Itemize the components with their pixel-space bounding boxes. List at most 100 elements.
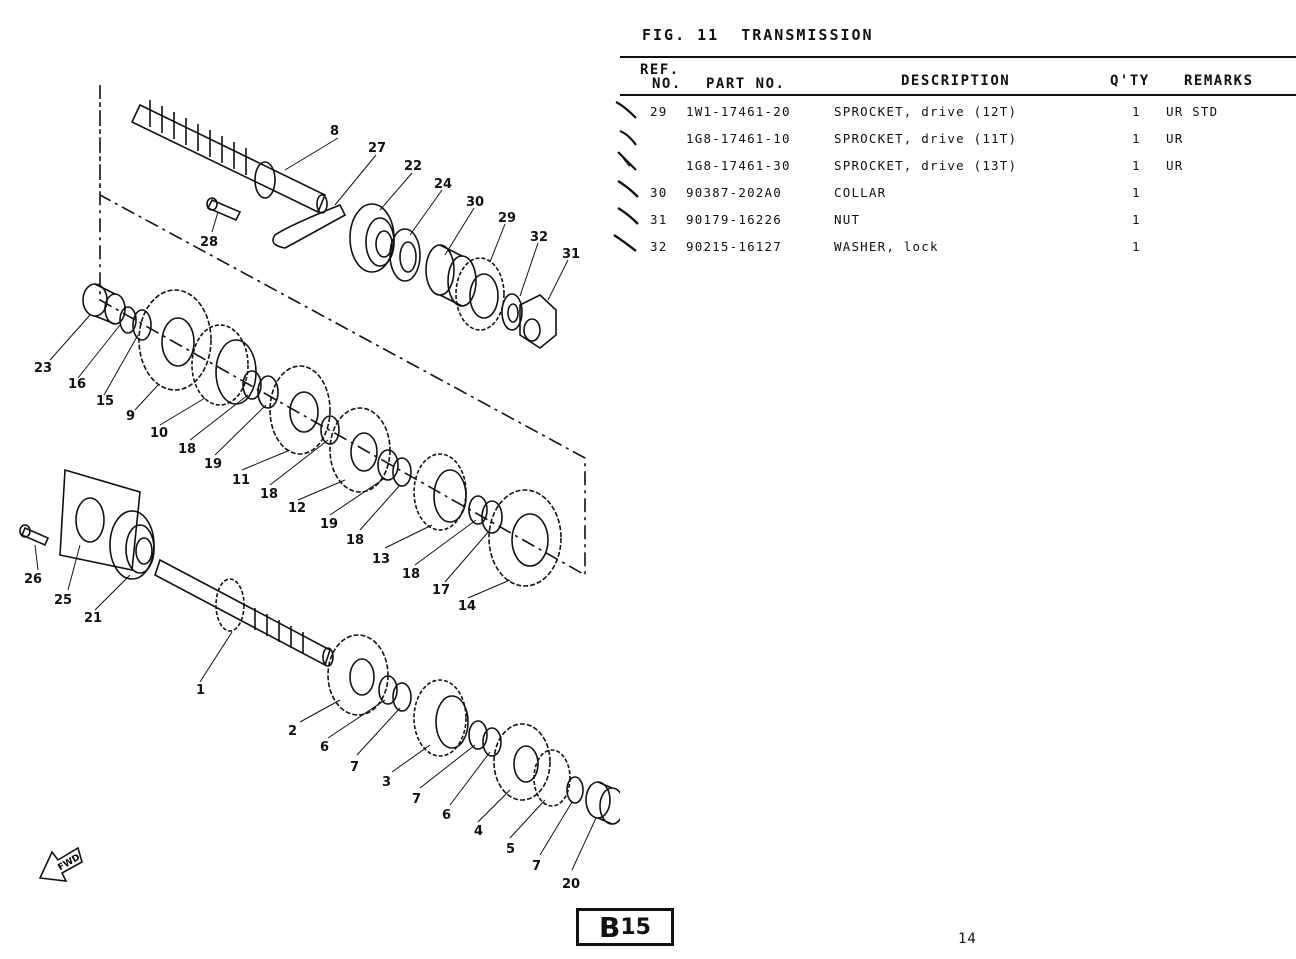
- washer-24: [389, 228, 421, 282]
- callout-label: 7: [412, 792, 421, 807]
- gear-14: [488, 489, 562, 587]
- check-mark-icon: [615, 101, 637, 119]
- qty: 1: [1132, 212, 1141, 227]
- badge-letter: B: [599, 910, 621, 944]
- callout-label: 31: [562, 247, 580, 262]
- washer-6a: [378, 675, 398, 705]
- callout-label: 18: [260, 487, 278, 502]
- callout-label: 29: [498, 211, 516, 226]
- callout-label: 18: [178, 442, 196, 457]
- callout-numbers: 8 27 22 24 30 29 32 31 28 23 16 15 9 10 …: [24, 124, 580, 892]
- circlip-7a: [392, 682, 412, 712]
- header-ref-2: NO.: [652, 76, 682, 92]
- figure-label: FIG. 11: [642, 26, 720, 44]
- remarks: UR: [1166, 131, 1184, 146]
- description: SPROCKET, drive (11T): [834, 131, 1018, 146]
- washer-32: [501, 293, 523, 331]
- qty: 1: [1132, 131, 1141, 146]
- circlip-7c: [566, 776, 584, 804]
- description: COLLAR: [834, 185, 887, 200]
- description: SPROCKET, drive (12T): [834, 104, 1018, 119]
- callout-label: 7: [532, 859, 541, 874]
- gear-10: [191, 324, 257, 406]
- bearing-20: [585, 781, 620, 825]
- transmission-exploded-diagram: 8 27 22 24 30 29 32 31 28 23 16 15 9 10 …: [19, 85, 620, 892]
- callout-label: 18: [346, 533, 364, 548]
- callout-label: 28: [200, 235, 218, 250]
- washer-17: [481, 500, 503, 534]
- callout-label: 19: [320, 517, 338, 532]
- table-top-rule: [620, 56, 1296, 58]
- callout-label: 6: [442, 808, 451, 823]
- callout-label: 7: [350, 760, 359, 775]
- callout-label: 1: [196, 683, 205, 698]
- callout-label: 30: [466, 195, 484, 210]
- bearing-21: [109, 510, 155, 580]
- callout-label: 15: [96, 394, 114, 409]
- gear-3: [413, 679, 469, 757]
- part-no: 90387-202A0: [686, 185, 782, 200]
- nut-31: [519, 294, 557, 349]
- ref-no: 31: [650, 212, 668, 227]
- washer-6b: [482, 727, 502, 757]
- part-no: 90215-16127: [686, 239, 782, 254]
- description: NUT: [834, 212, 861, 227]
- callout-label: 10: [150, 426, 168, 441]
- bearing-22: [349, 203, 395, 273]
- header-part-no: PART NO.: [706, 76, 786, 92]
- ref-no: 30: [650, 185, 668, 200]
- callout-label: 19: [204, 457, 222, 472]
- qty: 1: [1132, 239, 1141, 254]
- table-header-rule: [620, 94, 1296, 96]
- gear-11: [269, 365, 331, 455]
- callout-label: 18: [402, 567, 420, 582]
- check-mark-icon: [617, 179, 639, 198]
- gear-4: [493, 723, 551, 801]
- circlip-19b: [377, 449, 399, 481]
- callout-label: 12: [288, 501, 306, 516]
- drive-axle-1: [154, 558, 334, 667]
- qty: 1: [1132, 185, 1141, 200]
- callout-label: 3: [382, 775, 391, 790]
- check-mark-icon: [617, 206, 639, 225]
- callout-label: 5: [506, 842, 515, 857]
- header-qty: Q'TY: [1110, 73, 1150, 89]
- gear-12: [329, 407, 391, 493]
- table-row: 30 90387-202A0 COLLAR 1: [617, 179, 1296, 211]
- gear-2: [327, 634, 389, 716]
- table-row: 1G8-17461-30 SPROCKET, drive (13T) 1 UR: [617, 151, 1296, 184]
- table-row: 32 90215-16127 WASHER, lock 1: [613, 234, 1296, 265]
- callout-label: 16: [68, 377, 86, 392]
- qty: 1: [1132, 158, 1141, 173]
- check-mark-icon: [617, 151, 637, 171]
- table-row: 1G8-17461-10 SPROCKET, drive (11T) 1 UR: [619, 129, 1296, 157]
- qty: 1: [1132, 104, 1141, 119]
- callout-label: 32: [530, 230, 548, 245]
- callout-label: 25: [54, 593, 72, 608]
- remarks: UR: [1166, 158, 1184, 173]
- washer-18d: [468, 495, 488, 525]
- assembly-boundary: [99, 85, 586, 577]
- bearing-23: [82, 283, 126, 325]
- callout-label: 20: [562, 877, 580, 892]
- header-remarks: REMARKS: [1184, 73, 1254, 89]
- callout-label: 26: [24, 572, 42, 587]
- collar-30: [425, 244, 477, 307]
- callout-label: 8: [330, 124, 339, 139]
- callout-label: 11: [232, 473, 250, 488]
- circlip-7b: [468, 720, 488, 750]
- callout-label: 9: [126, 409, 135, 424]
- gear-5: [533, 749, 571, 807]
- callout-label: 23: [34, 361, 52, 376]
- ref-no: 32: [650, 239, 668, 254]
- washer-15: [132, 309, 152, 341]
- main-axle: [130, 100, 328, 214]
- washer-18a: [242, 370, 262, 400]
- sprocket-29: [455, 257, 505, 331]
- table-row: 31 90179-16226 NUT 1: [617, 206, 1296, 238]
- callout-label: 21: [84, 611, 102, 626]
- washer-16: [119, 306, 137, 334]
- circlip-19a: [257, 375, 279, 409]
